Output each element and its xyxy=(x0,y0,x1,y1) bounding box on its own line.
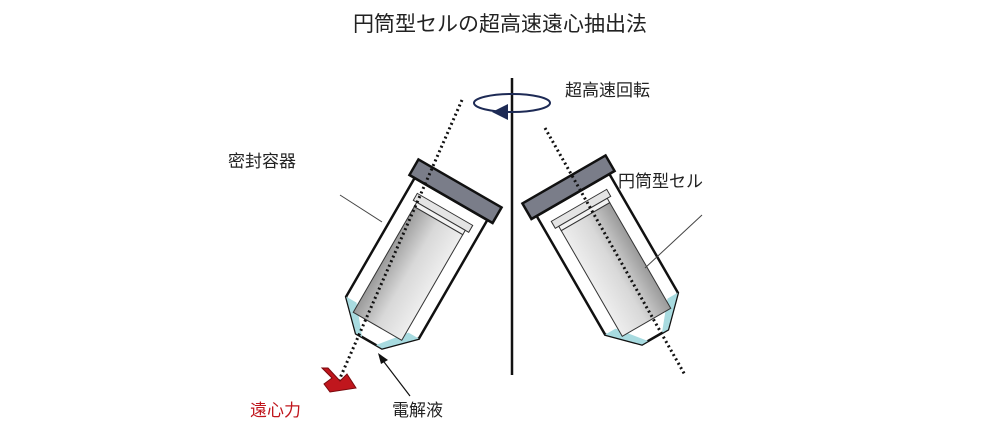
electrolyte-leader xyxy=(380,357,411,397)
label-rotation: 超高速回転 xyxy=(565,81,650,101)
tube-axis-right xyxy=(543,127,687,376)
label-cylindrical-cell: 円筒型セル xyxy=(618,172,703,192)
electrolyte-arrowhead-icon xyxy=(378,353,388,364)
rotation-arrowhead-icon xyxy=(492,104,508,120)
diagram-title: 円筒型セルの超高速遠心抽出法 xyxy=(353,12,647,36)
label-sealed-container: 密封容器 xyxy=(228,152,296,172)
tube-axis-left xyxy=(335,99,464,386)
label-electrolyte: 電解液 xyxy=(392,401,443,421)
centrifugal-force-arrow-icon xyxy=(320,367,357,393)
container-leader xyxy=(339,194,383,223)
cell-leader xyxy=(644,214,703,269)
label-centrifugal-force: 遠心力 xyxy=(250,401,301,421)
sealed-container-left xyxy=(326,158,503,367)
rotation-arrow xyxy=(473,93,551,113)
